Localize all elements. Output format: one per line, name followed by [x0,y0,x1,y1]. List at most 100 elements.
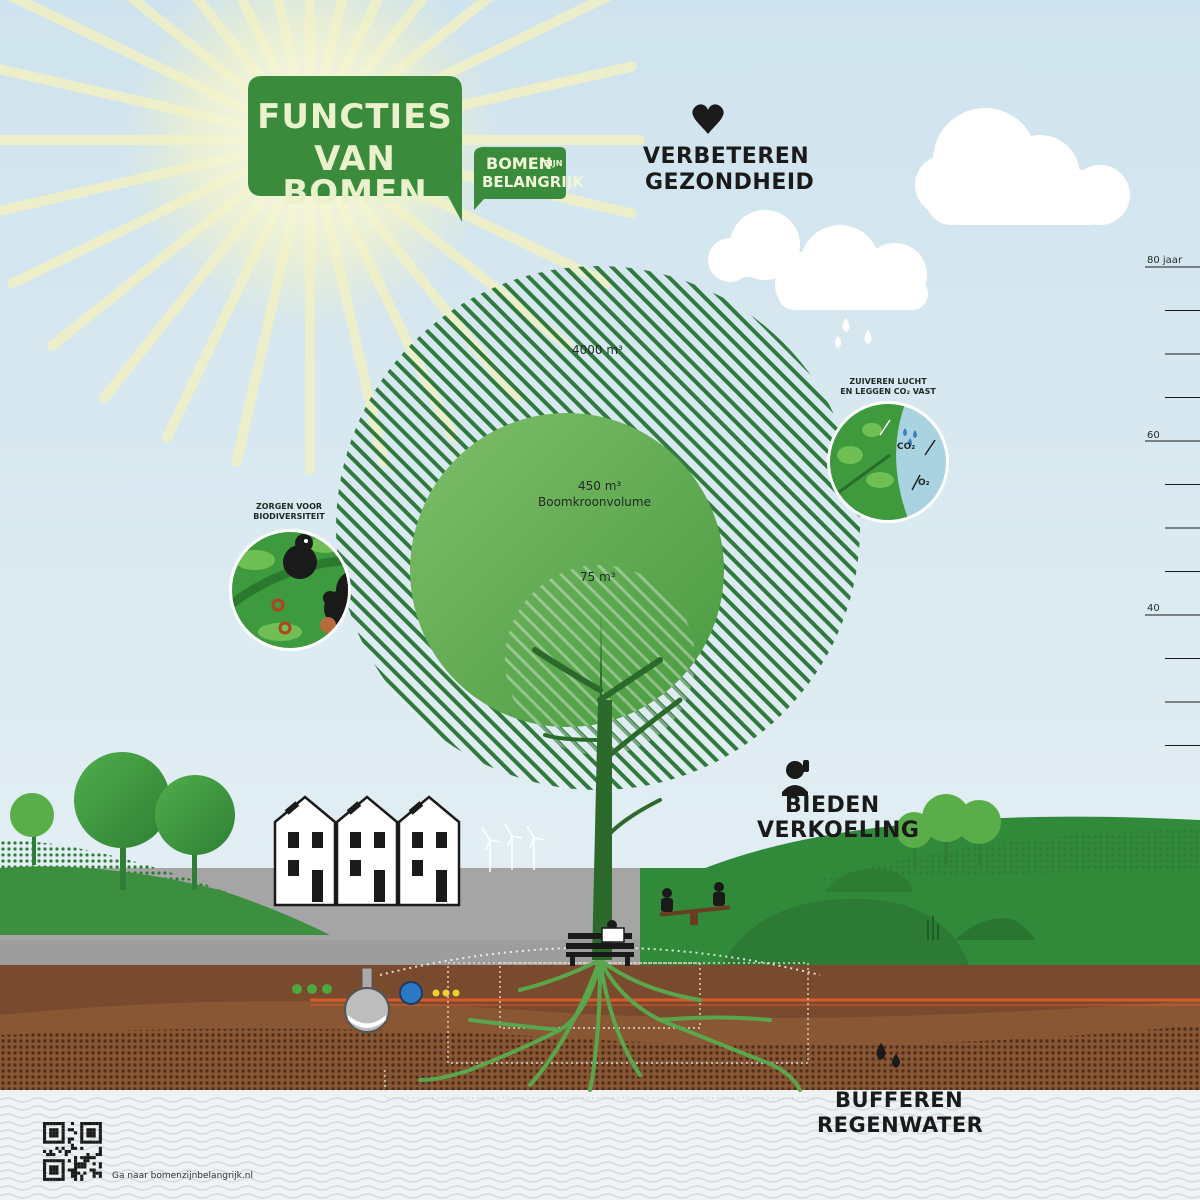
qr-module [86,1153,90,1157]
qr-module [80,1146,84,1150]
qr-module [89,1156,93,1160]
tree-roots [418,958,802,1092]
qr-module [89,1122,93,1126]
qr-module [61,1125,65,1129]
qr-module [86,1122,90,1126]
qr-module [67,1140,71,1144]
brand-word-2: ZIJN [544,159,563,168]
water-line-1: BUFFEREN [835,1088,964,1112]
qr-module [61,1137,65,1141]
age-scale-ticks [1145,266,1200,746]
qr-module [61,1168,65,1172]
qr-module [92,1162,96,1166]
qr-module [46,1122,50,1126]
air-line-1: ZUIVEREN LUCHT [849,377,927,386]
qr-module [43,1134,47,1138]
qr-module [52,1159,56,1163]
rain-cloud [775,225,928,310]
qr-module [43,1171,47,1175]
qr-module [86,1156,90,1160]
qr-module [98,1165,102,1169]
qr-module [70,1128,74,1132]
qr-module [74,1177,78,1181]
qr-module [74,1156,78,1160]
qr-module [67,1137,71,1141]
qr-module [92,1122,96,1126]
qr-module [70,1137,74,1141]
qr-module [49,1159,53,1163]
qr-module [55,1165,59,1169]
cloud-small [708,210,820,282]
qr-module [55,1171,59,1175]
qr-module [92,1168,96,1172]
water-line-2: REGENWATER [817,1113,984,1137]
qr-module [55,1146,59,1150]
qr-module [80,1165,84,1169]
qr-module [95,1171,99,1175]
air-line-2: EN LEGGEN CO₂ VAST [840,387,936,396]
qr-module [49,1122,53,1126]
qr-module [83,1140,87,1144]
qr-module [70,1168,74,1172]
qr-module [58,1140,62,1144]
qr-module [83,1122,87,1126]
qr-module [61,1140,65,1144]
qr-module [43,1122,47,1126]
qr-module [95,1122,99,1126]
qr-module [67,1159,71,1163]
qr-module [43,1125,47,1129]
qr-module [80,1128,84,1132]
qr-module [61,1146,65,1150]
brand-word-1: BOMEN [486,154,553,173]
qr-module [61,1122,65,1126]
qr-module [70,1143,74,1147]
qr-module [98,1134,102,1138]
title-line-2: VAN BOMEN [282,139,428,213]
qr-module [61,1134,65,1138]
qr-module [43,1159,47,1163]
qr-module [70,1146,74,1150]
qr-module [80,1137,84,1141]
qr-module [95,1153,99,1157]
qr-module [58,1122,62,1126]
qr-module [49,1153,53,1157]
qr-module [43,1140,47,1144]
cloud-large [915,108,1130,225]
qr-module [74,1146,78,1150]
qr-module [46,1159,50,1163]
qr-module [83,1156,87,1160]
qr-module [92,1134,96,1138]
qr-module [46,1153,50,1157]
inner-volume-hatch [505,565,695,755]
qr-module [92,1171,96,1175]
qr-module [64,1149,68,1153]
qr-module [98,1146,102,1150]
qr-module [86,1134,90,1138]
qr-module [74,1174,78,1178]
grass-tufts [927,916,939,940]
background-trees-left [10,752,235,890]
qr-module [55,1140,59,1144]
qr-module [52,1131,56,1135]
qr-module [67,1149,71,1153]
website-link[interactable]: Ga naar bomenzijnbelangrijk.nl [112,1171,253,1181]
qr-module [86,1128,90,1132]
qr-module [74,1168,78,1172]
brand-badge: BOMEN ZIJN BELANGRIJK [474,145,584,207]
qr-module [80,1125,84,1129]
qr-module [89,1168,93,1172]
qr-module [98,1125,102,1129]
qr-module [49,1140,53,1144]
qr-module [74,1162,78,1166]
qr-module [43,1177,47,1181]
qr-module [89,1131,93,1135]
qr-module [61,1128,65,1132]
qr-module [98,1140,102,1144]
qr-module [74,1165,78,1169]
o2-label: O₂ [918,478,930,488]
qr-module [83,1162,87,1166]
qr-module [74,1159,78,1163]
qr-module [74,1171,78,1175]
air-purification-inset [827,401,949,523]
qr-module [61,1177,65,1181]
